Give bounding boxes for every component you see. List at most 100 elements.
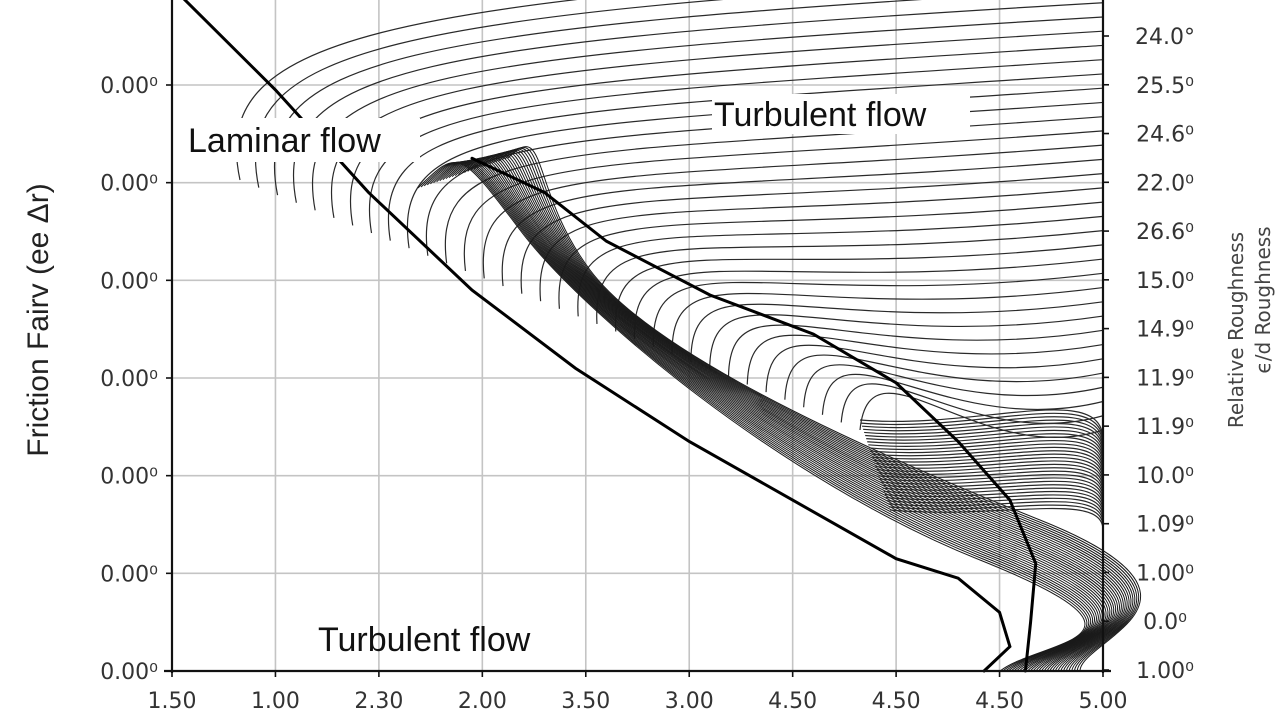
y-tick-label-right: 26.6⁰ — [1136, 220, 1194, 245]
turbulent-curve — [463, 130, 1104, 271]
turbulent-curve — [501, 158, 1104, 287]
transition-curve — [442, 159, 1101, 672]
y-tick-label-left: 0.00⁰ — [100, 465, 158, 490]
transition-curve — [436, 160, 1097, 672]
transition-curve — [433, 160, 1095, 672]
annotation-laminar-flow: Laminar flow — [188, 122, 381, 160]
wall-curve — [859, 409, 1104, 441]
y-axis-title-right-line2: ϵ/d Roughness — [1251, 226, 1275, 373]
turbulent-curve — [765, 344, 1104, 393]
annotation-turbulent-top: Turbulent flow — [712, 94, 970, 134]
x-tick-label: 3.00 — [665, 689, 714, 714]
wall-curve — [876, 463, 1104, 490]
wall-curve — [868, 436, 1104, 465]
wall-curve — [888, 504, 1104, 527]
x-tick-label: 5.00 — [1079, 689, 1128, 714]
wall-curve — [879, 473, 1104, 499]
turbulent-curve — [633, 258, 1104, 340]
turbulent-curve — [387, 73, 1104, 241]
transition-curve — [445, 159, 1103, 672]
turbulent-curve — [615, 244, 1104, 332]
y-tick-label-right: 11.9⁰ — [1136, 366, 1194, 391]
annotation-turbulent-bottom: Turbulent flow — [318, 621, 531, 659]
wall-curve — [878, 470, 1104, 496]
transition-curve — [476, 153, 1122, 672]
turbulent-curve — [746, 334, 1104, 385]
transition-curve — [439, 160, 1099, 672]
y-tick-label-right: 24.0° — [1135, 25, 1195, 50]
transition-curve — [464, 156, 1115, 672]
transition-curve — [426, 161, 1092, 672]
y-tick-label-left: 0.00⁰ — [100, 269, 158, 294]
turbulent-curve — [803, 364, 1104, 408]
wall-curve — [872, 450, 1104, 478]
turbulent-curve — [349, 44, 1104, 226]
wall-curve — [884, 490, 1104, 515]
wall-curve — [860, 412, 1104, 444]
transition-curve — [498, 148, 1136, 672]
y-tick-label-right: 25.5⁰ — [1136, 74, 1194, 99]
wall-curve — [865, 426, 1104, 456]
turbulent-curve — [671, 286, 1104, 355]
transition-curve — [467, 155, 1117, 672]
annotation-turbulent-flow-top: Turbulent flow — [714, 96, 927, 134]
wall-curve — [862, 416, 1104, 447]
x-tick-label: 4.50 — [768, 689, 817, 714]
transition-curve — [489, 150, 1130, 672]
wall-curve — [875, 460, 1104, 487]
wall-curve — [885, 494, 1104, 518]
wall-curve — [880, 477, 1104, 503]
y-tick-label-right: 0.0⁰ — [1143, 610, 1187, 635]
wall-curve — [886, 497, 1104, 521]
wall-curve — [867, 433, 1104, 462]
transition-curve — [454, 157, 1109, 672]
wall-curve — [889, 507, 1104, 531]
y-tick-label-left: 0.00⁰ — [100, 562, 158, 587]
transition-curve — [448, 158, 1105, 672]
x-tick-label: 4.50 — [975, 689, 1024, 714]
transition-curve — [507, 146, 1142, 672]
y-tick-label-left: 0.00⁰ — [100, 367, 158, 392]
transition-curve — [417, 162, 1086, 672]
y-axis-title-right-line1: Relative Roughness — [1224, 232, 1248, 428]
turbulent-curve — [727, 324, 1104, 377]
transition-curve — [470, 154, 1119, 672]
wall-curve — [863, 419, 1104, 450]
y-tick-label-right: 1.09⁰ — [1136, 513, 1194, 538]
annotation-laminar: Laminar flow — [184, 118, 420, 162]
transition-curve — [430, 161, 1094, 672]
transition-curve — [473, 154, 1120, 672]
y-tick-label-right: 10.0⁰ — [1136, 464, 1194, 489]
wall-curve — [864, 422, 1104, 453]
transition-curve — [457, 157, 1111, 672]
turbulent-curve — [690, 301, 1104, 362]
wall-curve — [883, 487, 1104, 512]
y-tick-label-right: 1.00⁰ — [1136, 659, 1194, 684]
x-tick-label: 2.00 — [458, 689, 507, 714]
turbulent-curve — [482, 144, 1104, 279]
y-tick-labels-right: 24.0°25.5⁰24.6⁰22.0⁰26.6⁰15.0⁰14.9⁰11.9⁰… — [1103, 25, 1195, 684]
y-tick-label-right: 1.00⁰ — [1136, 561, 1194, 586]
turbulent-curve — [520, 173, 1104, 294]
transition-curve — [423, 161, 1090, 672]
y-tick-label-right: 24.6⁰ — [1136, 123, 1194, 148]
transition-curve — [485, 151, 1128, 672]
y-tick-label-right: 22.0⁰ — [1136, 171, 1194, 196]
annotation-turbulent-flow-bottom: Turbulent flow — [318, 621, 531, 659]
x-tick-label: 1.50 — [148, 689, 197, 714]
y-tick-label-left: 0.00⁰ — [100, 660, 158, 685]
x-tick-label: 2.30 — [354, 689, 403, 714]
axes — [164, 0, 1111, 673]
x-tick-label: 4.50 — [872, 689, 921, 714]
wall-curve — [871, 446, 1104, 475]
turbulent-curve — [368, 59, 1104, 234]
wall-curve — [887, 501, 1104, 524]
turbulent-curve — [709, 314, 1104, 370]
wall-curve — [873, 453, 1104, 481]
wall-curve — [870, 443, 1104, 472]
turbulent-curve — [558, 201, 1104, 309]
wall-curve — [882, 484, 1104, 509]
